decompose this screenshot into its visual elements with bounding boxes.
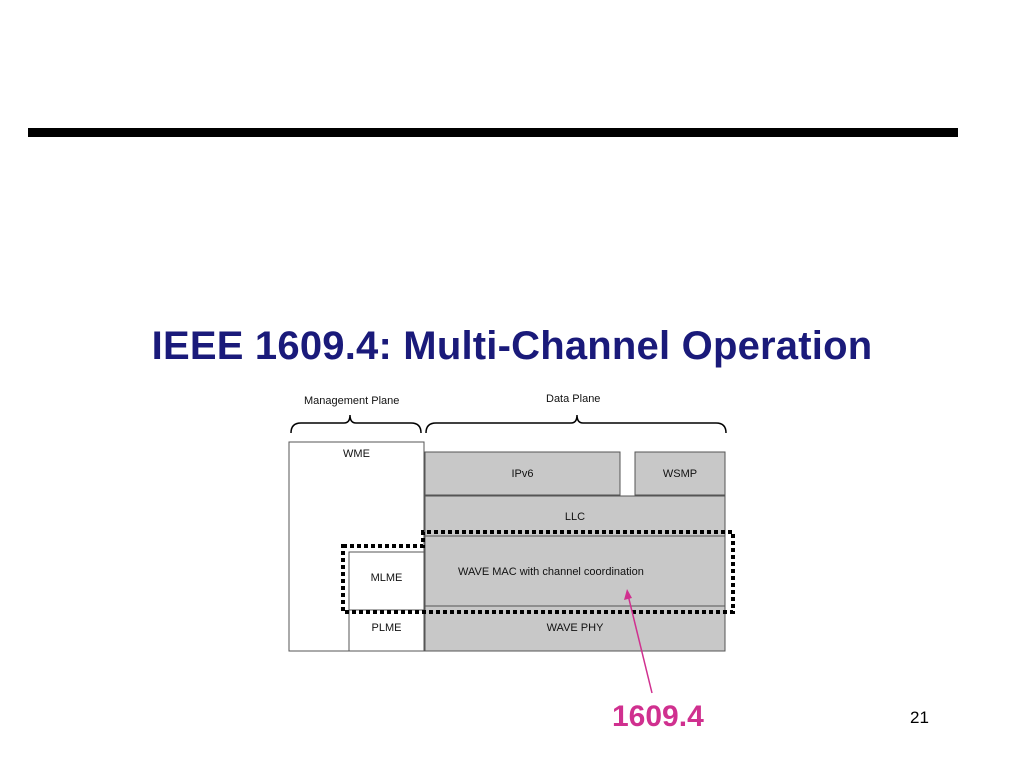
wsmp-label: WSMP — [662, 468, 698, 480]
mlme-block — [348, 551, 425, 611]
diagram-shapes — [288, 414, 735, 694]
data-plane-label: Data Plane — [546, 393, 601, 405]
mlme-label: MLME — [370, 572, 403, 584]
wme-label: WME — [343, 448, 370, 460]
wave-mac-label: WAVE MAC with channel coordination — [458, 566, 644, 578]
plme-block — [348, 609, 425, 652]
management-plane-label: Management Plane — [304, 395, 400, 407]
slide-title: IEEE 1609.4: Multi-Channel Operation — [151, 324, 873, 368]
llc-block — [424, 495, 726, 537]
title-rule — [28, 128, 958, 137]
wave-mac-block — [424, 535, 726, 607]
callout-label: 1609.4 — [612, 700, 704, 733]
data-plane-brace — [425, 414, 727, 434]
callout-arrowhead — [624, 589, 632, 600]
llc-label: LLC — [564, 511, 586, 523]
page-number: 21 — [910, 708, 929, 727]
management-plane-brace — [290, 414, 422, 434]
callout-pointer-line — [627, 594, 653, 694]
wave-phy-label: WAVE PHY — [546, 622, 604, 634]
protocol-stack-diagram: Management Plane Data Plane WME MLME PLM… — [280, 385, 750, 694]
ipv6-block — [424, 451, 621, 496]
ipv6-label: IPv6 — [511, 468, 534, 480]
wsmp-block — [634, 451, 726, 496]
scope-dotted-outline — [341, 530, 735, 614]
plme-label: PLME — [371, 622, 402, 634]
